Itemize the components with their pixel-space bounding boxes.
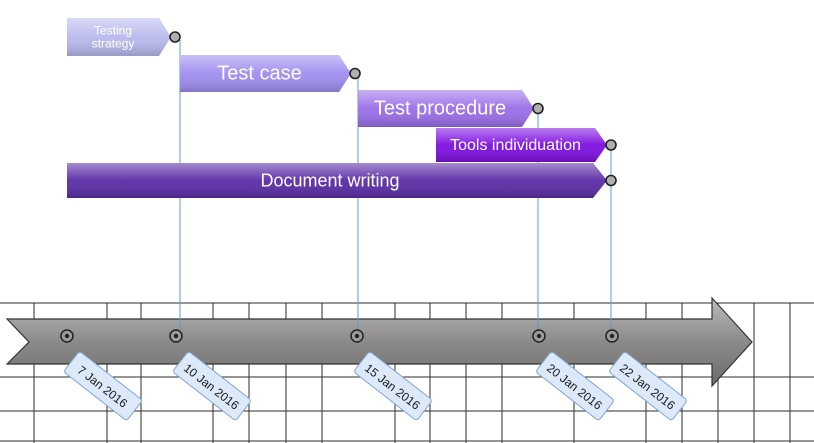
task-label-line: Test case — [217, 63, 301, 85]
task-end-marker-test-procedure — [532, 102, 544, 115]
task-end-marker-tools-individuation — [605, 139, 617, 151]
task-end-marker-testing-strategy — [169, 31, 181, 43]
milestone-label-box — [609, 351, 687, 421]
task-shine-test-procedure — [358, 90, 534, 127]
task-shine-test-case — [180, 55, 351, 92]
task-label-line: strategy — [92, 37, 135, 51]
task-end-marker-document-writing — [605, 174, 617, 187]
task-bar-tools-individuation: Tools individuation — [436, 128, 607, 162]
milestone-dot-core-7-jan — [64, 333, 70, 339]
milestone-dot-core-22-jan — [609, 333, 615, 339]
task-bar-test-case: Test case — [180, 55, 351, 92]
milestone-dot-core-15-jan — [354, 333, 360, 339]
task-label-line: Testing — [94, 23, 132, 37]
task-label-document-writing: Document writing — [260, 171, 399, 191]
milestone-label-box — [536, 351, 614, 421]
task-label-line: Document writing — [260, 171, 399, 191]
task-label-test-procedure: Test procedure — [374, 98, 506, 120]
milestone-dot-core-10-jan — [173, 333, 179, 339]
task-bar-document-writing: Document writing — [67, 163, 607, 198]
task-label-line: Test procedure — [374, 98, 506, 120]
task-shine-tools-individuation — [436, 128, 607, 162]
milestone-label-box — [173, 351, 251, 421]
task-label-tools-individuation: Tools individuation — [450, 137, 581, 154]
task-shine-testing-strategy — [67, 18, 171, 56]
task-label-line: Tools individuation — [450, 137, 581, 154]
milestone-label-box — [354, 351, 432, 421]
milestone-label-box — [64, 351, 142, 421]
task-endpoints — [169, 31, 617, 187]
task-end-marker-test-case — [349, 67, 361, 80]
milestone-dots — [60, 329, 619, 343]
task-bar-test-procedure: Test procedure — [358, 90, 534, 127]
task-label-test-case: Test case — [217, 63, 301, 85]
milestone-dot-core-20-jan — [536, 333, 542, 339]
task-shine-document-writing — [67, 163, 607, 198]
